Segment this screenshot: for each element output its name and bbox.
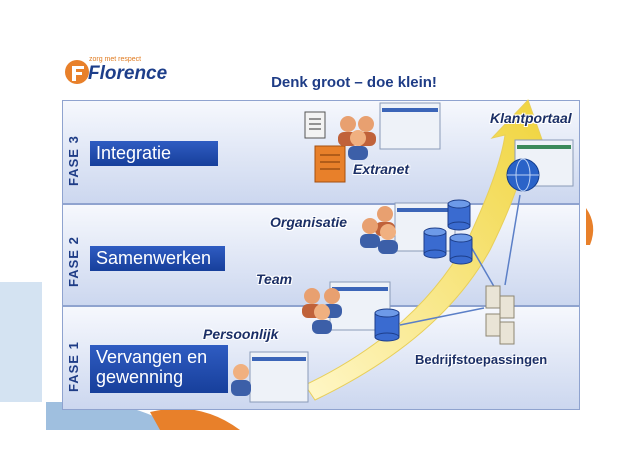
logo-wordmark: Florence (88, 63, 168, 84)
person-icon-persoonlijk (231, 364, 251, 396)
connector-lines (399, 194, 521, 326)
bottom-orange-shape (150, 408, 240, 430)
document-icon (304, 111, 326, 139)
database-icon (374, 199, 473, 342)
globe-icon (506, 158, 540, 192)
label-klantportaal: Klantportaal (490, 110, 572, 126)
growth-arrow (304, 99, 546, 401)
people-icon-organisatie (360, 206, 398, 254)
label-bedrijfstoepassingen: Bedrijfstoepassingen (415, 352, 548, 367)
label-team: Team (256, 271, 293, 287)
server-icon (485, 285, 515, 345)
left-blue-shape (0, 282, 42, 402)
people-icon-extranet (338, 116, 376, 160)
logo-tagline: zorg met respect (89, 56, 142, 63)
label-persoonlijk: Persoonlijk (203, 326, 279, 342)
page-title: Denk groot – doe klein! (271, 74, 437, 91)
label-organisatie: Organisatie (270, 214, 348, 230)
people-icon-team (302, 288, 342, 334)
florence-logo-icon (65, 60, 89, 84)
phase-name-vervangen: Vervangen en gewenning (90, 345, 228, 393)
label-extranet: Extranet (353, 161, 410, 177)
phase-name-integratie: Integratie (90, 141, 218, 166)
right-orange-shape (586, 208, 594, 245)
orange-document-icon (314, 145, 346, 183)
phase-name-samenwerken: Samenwerken (90, 246, 225, 271)
